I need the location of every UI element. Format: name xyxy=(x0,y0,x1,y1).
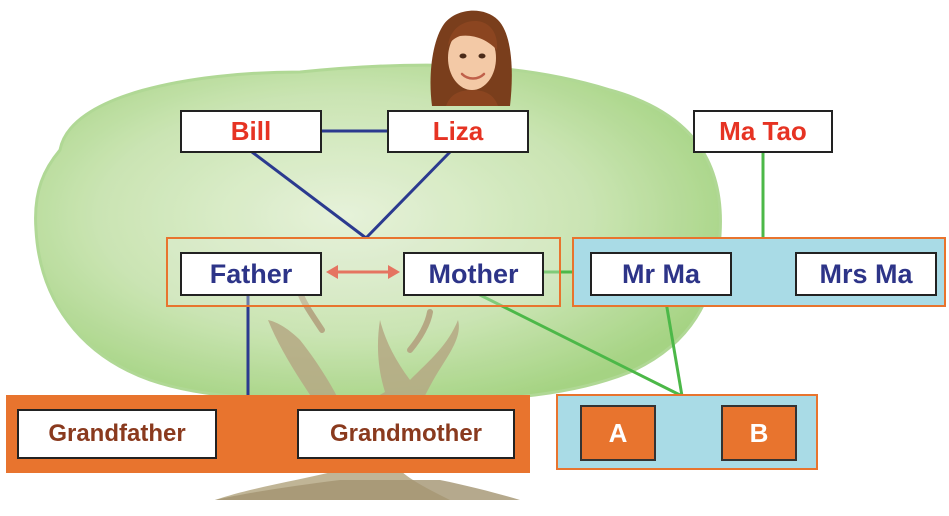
b-node: B xyxy=(721,405,797,461)
mr-ma-node: Mr Ma xyxy=(590,252,732,296)
grandfather-node: Grandfather xyxy=(17,409,217,459)
tree-canopy xyxy=(36,65,721,400)
bill-node: Bill xyxy=(180,110,322,153)
mother-node: Mother xyxy=(403,252,544,296)
liza-node: Liza xyxy=(387,110,529,153)
ma-tao-node: Ma Tao xyxy=(693,110,833,153)
girl-portrait-icon xyxy=(424,6,516,106)
grandmother-node: Grandmother xyxy=(297,409,515,459)
mrs-ma-node: Mrs Ma xyxy=(795,252,937,296)
father-node: Father xyxy=(180,252,322,296)
a-node: A xyxy=(580,405,656,461)
